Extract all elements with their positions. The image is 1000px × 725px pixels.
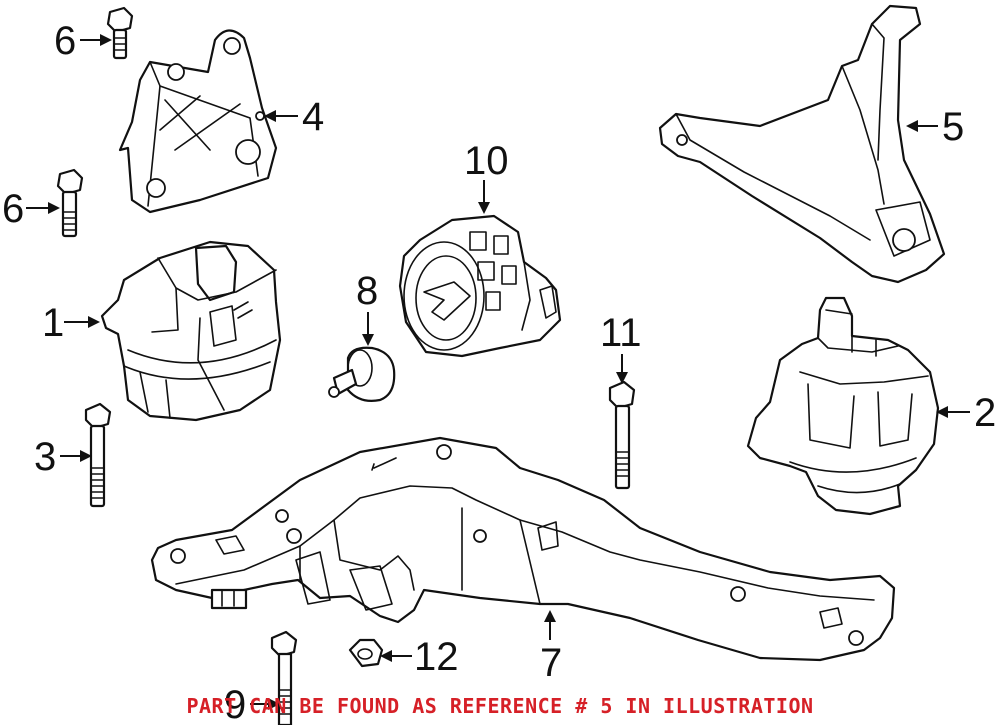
part-9-bolt — [270, 630, 298, 725]
part-6-bolt-upper — [106, 6, 134, 60]
callout-label-4: 4 — [302, 95, 324, 139]
callout-label-2: 2 — [974, 391, 996, 435]
part-2-engine-mount — [746, 296, 940, 516]
part-10-transmission-mount — [398, 214, 562, 358]
part-11-bolt — [608, 380, 636, 490]
callout-6-lower: 6 — [2, 187, 60, 231]
callout-label-10: 10 — [464, 139, 509, 183]
callout-label-9: 9 — [224, 683, 246, 725]
callout-label-3: 3 — [34, 435, 56, 479]
part-7-crossmember — [150, 436, 896, 662]
callout-3: 3 — [34, 435, 92, 479]
part-1-engine-mount — [100, 240, 282, 422]
part-3-bolt — [84, 402, 112, 508]
callout-9: 9 — [224, 683, 280, 725]
callout-label-7: 7 — [540, 641, 562, 685]
callout-7: 7 — [540, 610, 562, 685]
callout-label-6-upper: 6 — [54, 19, 76, 63]
callout-4: 4 — [264, 95, 324, 139]
callout-8: 8 — [356, 269, 378, 346]
part-5-support-arm — [658, 4, 946, 284]
part-4-bracket — [118, 29, 278, 214]
callout-6-upper: 6 — [54, 19, 112, 63]
part-reference-notice: PART CAN BE FOUND AS REFERENCE # 5 IN IL… — [186, 694, 813, 718]
callout-label-5: 5 — [942, 105, 964, 149]
callout-10: 10 — [464, 139, 509, 214]
callout-11: 11 — [600, 311, 642, 384]
callout-2: 2 — [936, 391, 996, 435]
part-12-nut — [348, 638, 384, 668]
callout-label-8: 8 — [356, 269, 378, 313]
callout-label-6-lower: 6 — [2, 187, 24, 231]
callout-12: 12 — [380, 635, 459, 679]
callout-label-1: 1 — [42, 301, 64, 345]
callout-label-11: 11 — [600, 311, 642, 355]
callout-label-12: 12 — [414, 635, 459, 679]
part-8-rubber-stop — [328, 346, 396, 402]
callout-1: 1 — [42, 301, 100, 345]
callout-5: 5 — [906, 105, 964, 149]
part-6-bolt-lower — [56, 168, 84, 238]
